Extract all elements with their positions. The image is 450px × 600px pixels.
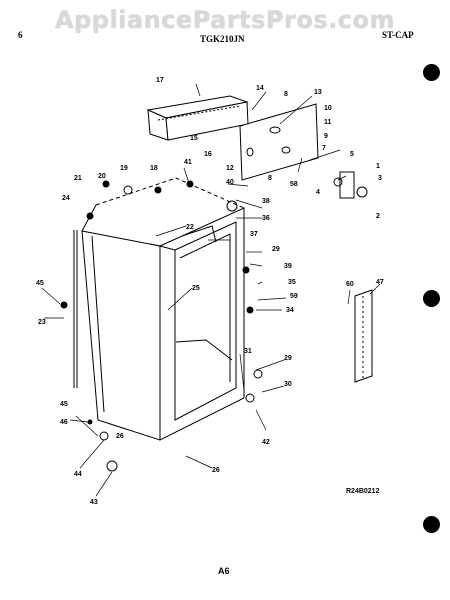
callout-30: 30: [284, 381, 292, 388]
callout-26a: 26: [116, 433, 124, 440]
binder-hole-1: [423, 64, 440, 81]
callout-58: 58: [290, 181, 298, 188]
leader-lines: [41, 83, 381, 497]
callout-41: 41: [184, 159, 192, 166]
page-corner-number: 6: [18, 30, 23, 40]
callout-25: 25: [192, 285, 200, 292]
callout-11: 11: [324, 119, 332, 126]
callout-40: 40: [226, 179, 234, 186]
binder-hole-2: [423, 290, 440, 307]
callout-45a: 45: [36, 280, 44, 287]
callout-1: 1: [376, 163, 380, 170]
callout-4: 4: [316, 189, 320, 196]
callout-numbers: 17 14 8 13 10 11 15 16 9 7 5 12 19 18 41…: [36, 77, 384, 506]
divider-bar-part: [354, 289, 373, 383]
callout-8a: 8: [284, 91, 288, 98]
callout-20: 20: [98, 173, 106, 180]
binder-hole-3: [423, 516, 440, 533]
callout-13: 13: [314, 89, 322, 96]
callout-18: 18: [150, 165, 158, 172]
callout-7: 7: [322, 145, 326, 152]
callout-12: 12: [226, 165, 234, 172]
callout-19: 19: [120, 165, 128, 172]
callout-47: 47: [376, 279, 384, 286]
callout-42: 42: [262, 439, 270, 446]
callout-5: 5: [350, 151, 354, 158]
callout-9: 9: [324, 133, 328, 140]
callout-29b: 29: [284, 355, 292, 362]
callout-60: 60: [346, 281, 354, 288]
thermostat-part: [333, 171, 368, 199]
side-rod-part: [73, 230, 78, 388]
watermark: AppliancePartsPros.com: [55, 6, 395, 34]
section-code: ST-CAP: [382, 30, 414, 40]
callout-34: 34: [286, 307, 294, 314]
callout-22: 22: [186, 224, 194, 231]
callout-17: 17: [156, 77, 164, 84]
callout-35: 35: [288, 279, 296, 286]
callout-59: 59: [290, 293, 298, 300]
callout-29a: 29: [272, 246, 280, 253]
callout-44: 44: [74, 471, 82, 478]
callout-3: 3: [378, 175, 382, 182]
small-hardware: [60, 180, 263, 472]
callout-37: 37: [250, 231, 258, 238]
control-plate-part: [239, 103, 319, 181]
page-number: A6: [218, 566, 230, 576]
callout-38: 38: [262, 198, 270, 205]
callout-16: 16: [204, 151, 212, 158]
model-number: TGK210JN: [200, 34, 245, 44]
callout-46: 46: [60, 419, 68, 426]
callout-8b: 8: [268, 175, 272, 182]
callout-26b: 26: [212, 467, 220, 474]
callout-2: 2: [376, 213, 380, 220]
cabinet-body: [81, 207, 245, 441]
callout-31: 31: [244, 348, 252, 355]
callout-14: 14: [256, 85, 264, 92]
top-cover-part: [146, 95, 249, 141]
callout-39: 39: [284, 263, 292, 270]
callout-24: 24: [62, 195, 70, 202]
callout-10: 10: [324, 105, 332, 112]
callout-43: 43: [90, 499, 98, 506]
callout-15: 15: [190, 135, 198, 142]
callout-21: 21: [74, 175, 82, 182]
callout-36: 36: [262, 215, 270, 222]
callout-23: 23: [38, 319, 46, 326]
callout-45b: 45: [60, 401, 68, 408]
drawing-reference: R24B0212: [346, 488, 380, 495]
